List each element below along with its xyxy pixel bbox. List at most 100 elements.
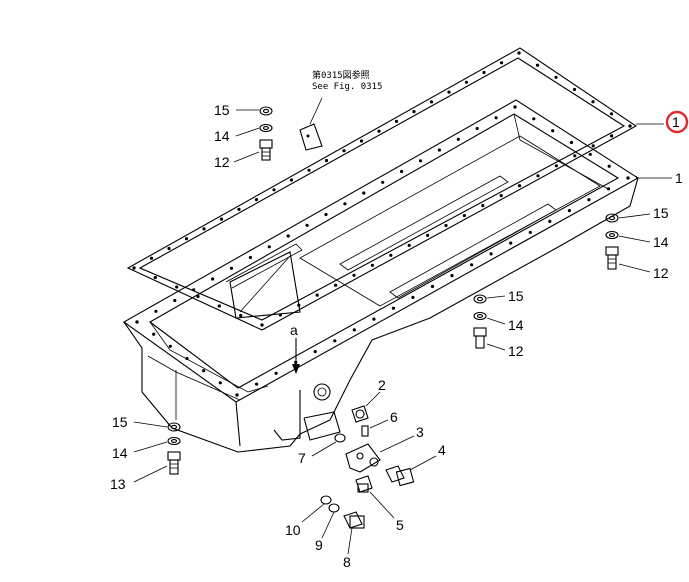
bolt-hole [324, 212, 328, 217]
bolt-hole [315, 293, 319, 297]
see-fig-note-en: See Fig. 0315 [312, 82, 382, 92]
gasket-bolt-holes [132, 51, 632, 327]
bolt-hole [352, 273, 356, 277]
bolt-hole [173, 298, 177, 303]
callout-1-pan[interactable]: 1 [675, 170, 683, 186]
bolt-hole [535, 63, 540, 67]
callout-9: 9 [315, 537, 323, 553]
bolt-hole [426, 233, 430, 237]
bolt-hole [628, 124, 632, 128]
bolt-hole [307, 168, 311, 172]
bolt-hole [313, 350, 317, 354]
part-4-drain-plug [385, 455, 437, 487]
part-6-pin [361, 419, 389, 437]
part-7-oring [311, 433, 346, 457]
bolt-hole [235, 393, 239, 397]
callout-15-mid: 15 [508, 288, 524, 304]
bolt-hole [391, 306, 395, 310]
callout-12-mid: 12 [508, 343, 524, 359]
bolt-hole [185, 356, 189, 361]
bolt-hole [494, 116, 498, 120]
detail-a-marker [292, 338, 300, 374]
breather-bracket [299, 97, 323, 151]
bolt-hole [167, 246, 171, 251]
callout-15-right: 15 [653, 205, 669, 221]
bolt-hole [475, 126, 479, 131]
part-8-bolt [343, 511, 365, 555]
oil-pan [122, 99, 640, 453]
bolt-hole [168, 344, 172, 348]
bolt-hole [362, 191, 366, 195]
bolt-hole [607, 164, 611, 168]
bolt-hole [132, 266, 136, 270]
bolt-hole [573, 154, 577, 158]
bolt-hole [588, 152, 592, 156]
bolt-hole [272, 188, 276, 192]
see-fig-note-jp: 第0315図参照 [312, 69, 370, 81]
bolt-hole [372, 317, 376, 321]
bolt-hole [626, 176, 630, 180]
detail-a-label: a [290, 322, 298, 338]
bolt-hole [509, 241, 513, 245]
fastener-stack-right [605, 213, 651, 273]
bolt-hole [513, 105, 517, 109]
bolt-hole [482, 70, 486, 75]
bolt-hole [267, 245, 271, 249]
callout-2: 2 [378, 377, 386, 393]
bolt-hole [400, 169, 404, 174]
bolt-hole [154, 309, 158, 313]
bolt-hole [548, 219, 552, 223]
bolt-hole [532, 117, 536, 121]
bolt-hole [456, 137, 460, 141]
callout-4: 4 [438, 442, 446, 458]
bolt-hole [412, 110, 416, 114]
callout-1-gasket[interactable]: 1 [672, 114, 680, 130]
bolt-hole [411, 295, 415, 299]
bolt-hole [255, 382, 259, 386]
bolt-hole [239, 313, 243, 318]
bolt-hole [609, 112, 614, 116]
bolt-hole [430, 284, 435, 289]
bolt-hole [324, 158, 329, 163]
bolt-hole [554, 75, 558, 79]
bolt-hole [229, 266, 234, 270]
highlight-ring [665, 110, 689, 134]
bolt-hole [377, 129, 381, 133]
callout-14-right: 14 [653, 234, 669, 250]
bolt-hole [202, 369, 206, 373]
bolt-hole [462, 214, 466, 218]
bolt-hole [610, 134, 614, 138]
bolt-hole [464, 80, 469, 84]
bolt-hole [447, 90, 451, 94]
callout-15-left: 15 [112, 414, 128, 430]
callout-14-mid: 14 [508, 317, 524, 333]
bolt-hole [192, 288, 196, 292]
bolt-hole [499, 61, 504, 65]
bolt-hole [237, 207, 241, 211]
bolt-hole [219, 217, 224, 221]
bolt-hole [359, 139, 364, 143]
part-3-drain-valve [345, 435, 415, 473]
bolt-hole [202, 227, 206, 231]
bolt-hole [343, 202, 347, 206]
callout-7: 7 [298, 450, 306, 466]
bolt-hole [274, 371, 278, 375]
fastener-stack-top [233, 106, 273, 163]
callout-8: 8 [343, 554, 351, 570]
callout-12-right: 12 [653, 265, 669, 281]
callout-12-top: 12 [214, 154, 230, 170]
bolt-hole [211, 277, 215, 281]
part-5-plug [355, 475, 395, 519]
bolt-hole [499, 194, 503, 198]
bolt-hole [342, 149, 346, 153]
pan-flange-bolt-holes [135, 105, 630, 397]
callout-14-left: 14 [112, 445, 128, 461]
bolt-hole [334, 283, 338, 287]
bolt-hole [551, 129, 555, 133]
bolt-hole [554, 164, 559, 168]
bolt-hole [352, 328, 356, 332]
callout-3: 3 [416, 424, 424, 440]
fastener-stack-left [133, 421, 181, 483]
bolt-hole [152, 332, 156, 336]
bolt-hole [489, 252, 493, 256]
